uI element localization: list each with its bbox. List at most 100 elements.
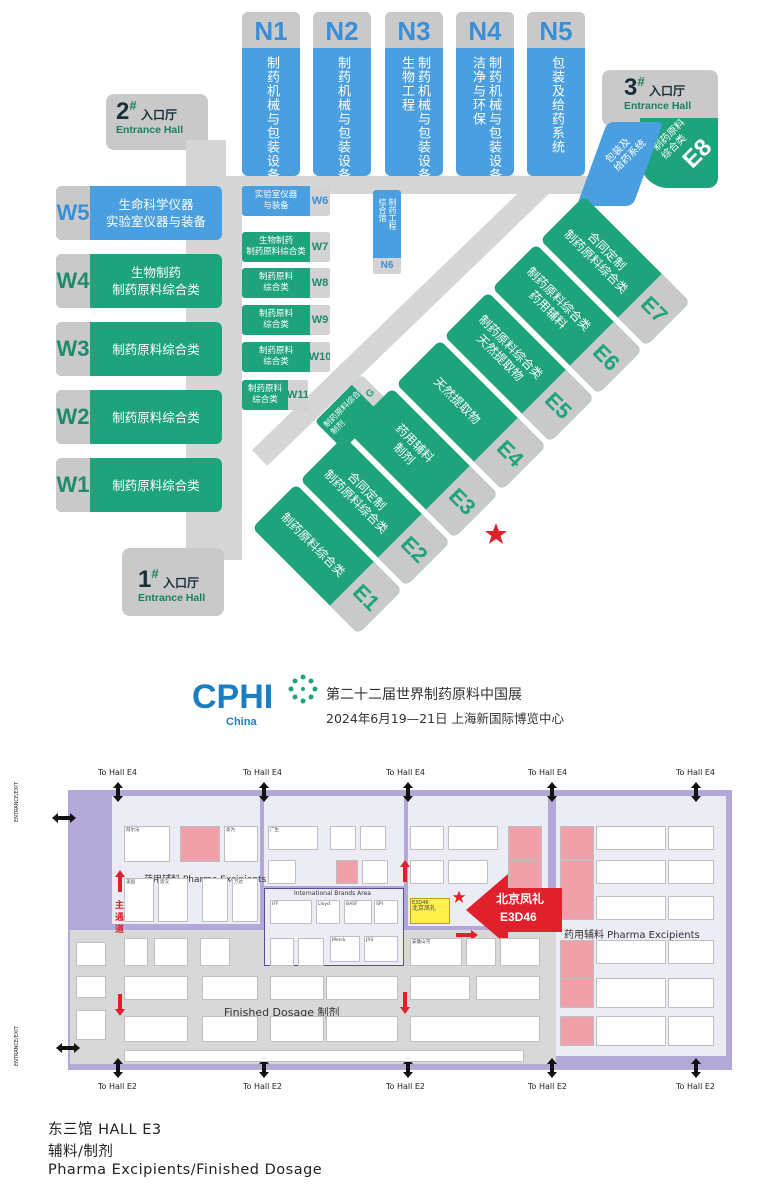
booth[interactable]: 广生 — [268, 826, 318, 850]
entrance-2-number: 2 — [116, 98, 130, 125]
booth[interactable] — [668, 896, 714, 920]
entrance-3[interactable]: 3# 入口厅 Entrance Hall — [624, 74, 692, 112]
booth[interactable]: 美国 — [124, 878, 154, 922]
booth[interactable] — [330, 826, 356, 850]
booth[interactable] — [326, 976, 398, 1000]
booth[interactable] — [270, 1016, 324, 1042]
booth[interactable]: 思汉 — [158, 878, 188, 922]
booth[interactable] — [124, 976, 188, 1000]
hall-n4[interactable]: N4 制药机械与包装设备 洁净与环保 — [456, 12, 514, 176]
booth[interactable] — [410, 826, 444, 850]
booth[interactable] — [268, 860, 296, 884]
hall-w10[interactable]: 制药原料 综合类 W10 — [242, 342, 330, 372]
booth[interactable]: 阿尔法 — [124, 826, 170, 862]
entrance-exit-left-bottom[interactable]: ENTRANCE/EXIT — [14, 1026, 20, 1066]
booth[interactable] — [500, 938, 540, 966]
booth[interactable] — [668, 826, 714, 850]
booth[interactable] — [560, 860, 594, 920]
booth[interactable] — [76, 976, 106, 998]
booth[interactable] — [200, 938, 230, 966]
booth[interactable] — [560, 826, 594, 860]
booth[interactable] — [154, 938, 188, 966]
hall-w2[interactable]: W2 制药原料综合类 — [56, 390, 222, 444]
booth[interactable]: SPI — [374, 900, 398, 924]
booth[interactable] — [668, 1016, 714, 1046]
hall-w4[interactable]: W4 生物制药 制药原料综合类 — [56, 254, 222, 308]
up-arrow-icon — [115, 870, 125, 892]
booth[interactable] — [362, 860, 388, 884]
to-hall-e4-4[interactable]: To Hall E4 — [528, 768, 568, 777]
booth[interactable] — [124, 938, 148, 966]
booth[interactable]: 安徽山河 — [410, 938, 462, 966]
booth[interactable]: BASF — [344, 900, 372, 924]
entrance-1[interactable]: 1# 入口厅 Entrance Hall — [138, 566, 206, 604]
to-hall-e2-5[interactable]: To Hall E2 — [676, 1082, 716, 1091]
booth[interactable]: 高为 — [224, 826, 258, 862]
booth[interactable] — [448, 860, 488, 884]
booth[interactable] — [410, 1016, 540, 1042]
booth[interactable]: IFF — [270, 900, 312, 924]
hall-n1[interactable]: N1 制药机械与包装设备 — [242, 12, 300, 176]
booth[interactable] — [202, 878, 228, 922]
hall-w3-code: W3 — [56, 322, 90, 376]
booth[interactable] — [410, 976, 470, 1000]
to-hall-e4-1[interactable]: To Hall E4 — [98, 768, 138, 777]
booth[interactable]: JRS — [364, 936, 398, 962]
hall-w9[interactable]: 制药原料 综合类 W9 — [242, 305, 330, 335]
hall-w7[interactable]: 生物制药 制药原料综合类 W7 — [242, 232, 330, 262]
booth[interactable] — [560, 1016, 594, 1046]
booth[interactable] — [270, 976, 324, 1000]
hall-w6[interactable]: 实验室仪器 与装备 W6 — [242, 186, 330, 216]
to-hall-e4-3[interactable]: To Hall E4 — [386, 768, 426, 777]
booth[interactable] — [180, 826, 220, 862]
booth[interactable] — [202, 976, 258, 1000]
entrance-2[interactable]: 2# 入口厅 Entrance Hall — [116, 98, 184, 136]
booth[interactable] — [326, 1016, 398, 1042]
to-hall-e2-4[interactable]: To Hall E2 — [528, 1082, 568, 1091]
booth[interactable] — [596, 940, 666, 964]
booth[interactable] — [596, 860, 666, 884]
booth[interactable] — [476, 976, 540, 1000]
booth[interactable] — [76, 1010, 106, 1040]
highlighted-booth[interactable]: E3D46 北京凤礼 — [410, 898, 450, 924]
hall-n5[interactable]: N5 包装及给药系统 — [527, 12, 585, 176]
booth[interactable] — [668, 860, 714, 884]
hall-n3[interactable]: N3 制药机械与包装设备 生物工程 — [385, 12, 443, 176]
booth[interactable] — [466, 938, 496, 966]
hall-w1[interactable]: W1 制药原料综合类 — [56, 458, 222, 512]
booth[interactable] — [410, 860, 444, 884]
booth[interactable] — [336, 860, 358, 884]
booth[interactable] — [508, 826, 542, 866]
hall-w11[interactable]: 制药原料 综合类 W11 — [242, 380, 308, 410]
to-hall-e2-2[interactable]: To Hall E2 — [243, 1082, 283, 1091]
booth[interactable] — [270, 938, 294, 966]
to-hall-e4-5[interactable]: To Hall E4 — [676, 768, 716, 777]
booth[interactable] — [668, 940, 714, 964]
hall-w8[interactable]: 制药原料 综合类 W8 — [242, 268, 330, 298]
booth[interactable] — [596, 826, 666, 850]
booth[interactable] — [668, 978, 714, 1008]
hall-w11-code: W11 — [287, 380, 308, 410]
booth[interactable]: Lloyd — [316, 900, 340, 924]
booth[interactable] — [124, 1016, 188, 1042]
booth[interactable] — [76, 942, 106, 966]
booth[interactable] — [202, 1016, 258, 1042]
entrance-exit-left-top[interactable]: ENTRANCE/EXIT — [14, 782, 20, 822]
booth[interactable] — [298, 938, 324, 966]
to-hall-e4-2[interactable]: To Hall E4 — [243, 768, 283, 777]
to-hall-e2-1[interactable]: To Hall E2 — [98, 1082, 138, 1091]
booth[interactable] — [596, 978, 666, 1008]
booth[interactable] — [596, 1016, 666, 1046]
to-hall-e2-3[interactable]: To Hall E2 — [386, 1082, 426, 1091]
booth[interactable] — [360, 826, 386, 850]
booth[interactable] — [560, 978, 594, 1008]
hall-w3[interactable]: W3 制药原料综合类 — [56, 322, 222, 376]
hall-n2[interactable]: N2 制药机械与包装设备 — [313, 12, 371, 176]
booth[interactable]: 万达 — [232, 878, 258, 922]
hall-n6[interactable]: 制药工程 综合馆 N6 — [373, 190, 401, 274]
booth[interactable]: Merck — [330, 936, 360, 962]
hall-w5[interactable]: W5 生命科学仪器 实验室仪器与装备 — [56, 186, 222, 240]
booth[interactable] — [596, 896, 666, 920]
booth[interactable] — [448, 826, 498, 850]
booth[interactable] — [124, 1050, 524, 1062]
